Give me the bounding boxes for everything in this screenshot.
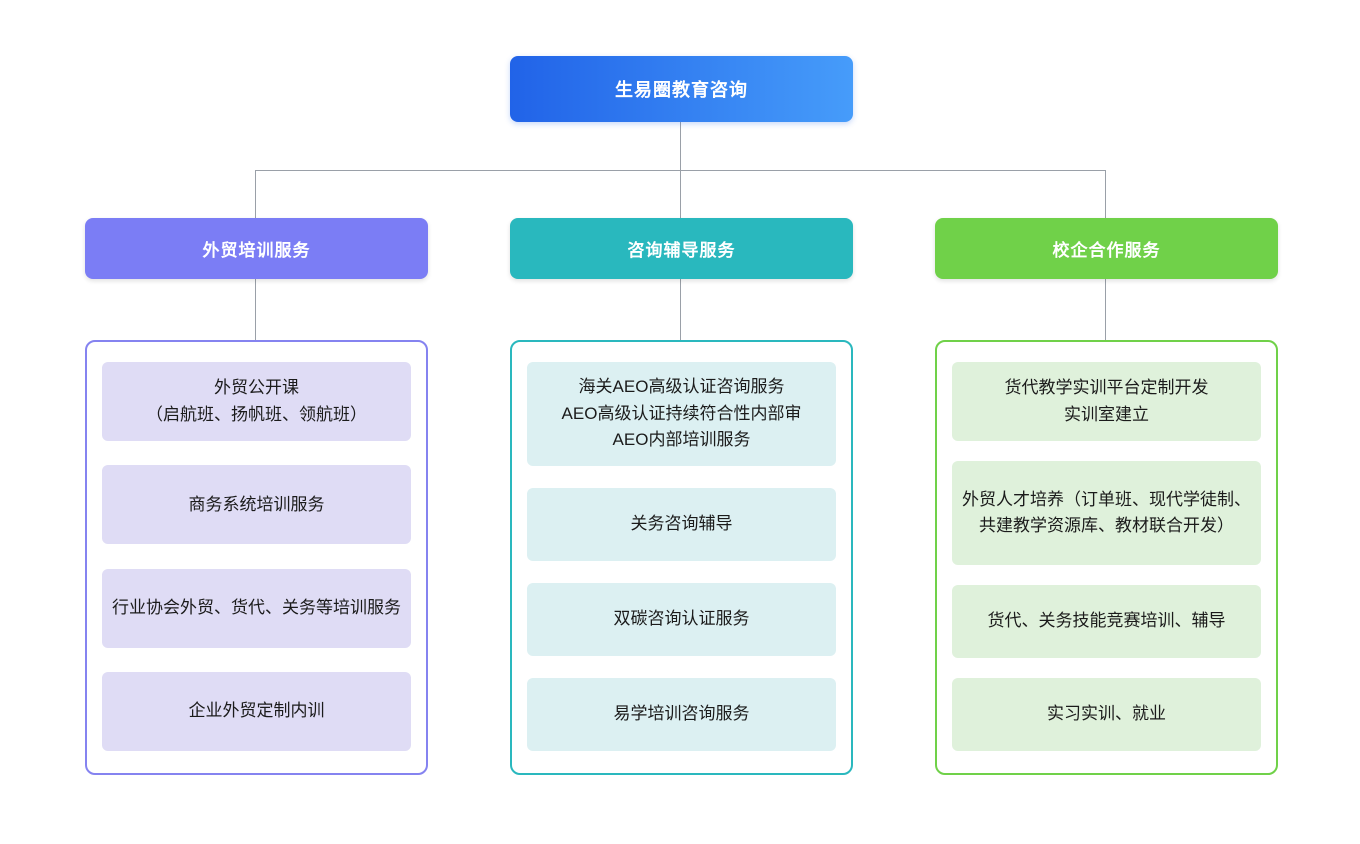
root-node: 生易圈教育咨询 bbox=[510, 56, 853, 122]
branch-header-foreign-trade-training: 外贸培训服务 bbox=[85, 218, 428, 279]
leaf-item: 外贸人才培养（订单班、现代学徒制、共建教学资源库、教材联合开发） bbox=[952, 461, 1261, 565]
leaf-item: 双碳咨询认证服务 bbox=[527, 583, 836, 656]
connector-drop-middle bbox=[680, 170, 681, 218]
connector-drop-right bbox=[1105, 170, 1106, 218]
connector-right-header-to-box bbox=[1105, 279, 1106, 340]
leaf-item: 企业外贸定制内训 bbox=[102, 671, 411, 751]
branch-box-school-enterprise: 货代教学实训平台定制开发 实训室建立 外贸人才培养（订单班、现代学徒制、共建教学… bbox=[935, 340, 1278, 775]
leaf-item: 行业协会外贸、货代、关务等培训服务 bbox=[102, 568, 411, 648]
branch-header-school-enterprise: 校企合作服务 bbox=[935, 218, 1278, 279]
connector-root-stem bbox=[680, 122, 681, 170]
leaf-item: 外贸公开课 （启航班、扬帆班、领航班） bbox=[102, 362, 411, 441]
connector-left-header-to-box bbox=[255, 279, 256, 340]
branch-header-label: 外贸培训服务 bbox=[202, 241, 311, 260]
leaf-item: 关务咨询辅导 bbox=[527, 488, 836, 561]
leaf-item: 商务系统培训服务 bbox=[102, 465, 411, 545]
branch-box-foreign-trade-training: 外贸公开课 （启航班、扬帆班、领航班） 商务系统培训服务 行业协会外贸、货代、关… bbox=[85, 340, 428, 775]
leaf-item: 货代教学实训平台定制开发 实训室建立 bbox=[952, 362, 1261, 441]
leaf-item: 海关AEO高级认证咨询服务 AEO高级认证持续符合性内部审 AEO内部培训服务 bbox=[527, 362, 836, 466]
connector-middle-header-to-box bbox=[680, 279, 681, 340]
root-node-label: 生易圈教育咨询 bbox=[615, 80, 748, 100]
branch-header-label: 咨询辅导服务 bbox=[627, 241, 736, 260]
leaf-item: 易学培训咨询服务 bbox=[527, 678, 836, 751]
branch-header-label: 校企合作服务 bbox=[1052, 241, 1161, 260]
branch-box-consulting-coaching: 海关AEO高级认证咨询服务 AEO高级认证持续符合性内部审 AEO内部培训服务 … bbox=[510, 340, 853, 775]
connector-drop-left bbox=[255, 170, 256, 218]
leaf-item: 货代、关务技能竞赛培训、辅导 bbox=[952, 585, 1261, 658]
leaf-item: 实习实训、就业 bbox=[952, 678, 1261, 751]
branch-header-consulting-coaching: 咨询辅导服务 bbox=[510, 218, 853, 279]
